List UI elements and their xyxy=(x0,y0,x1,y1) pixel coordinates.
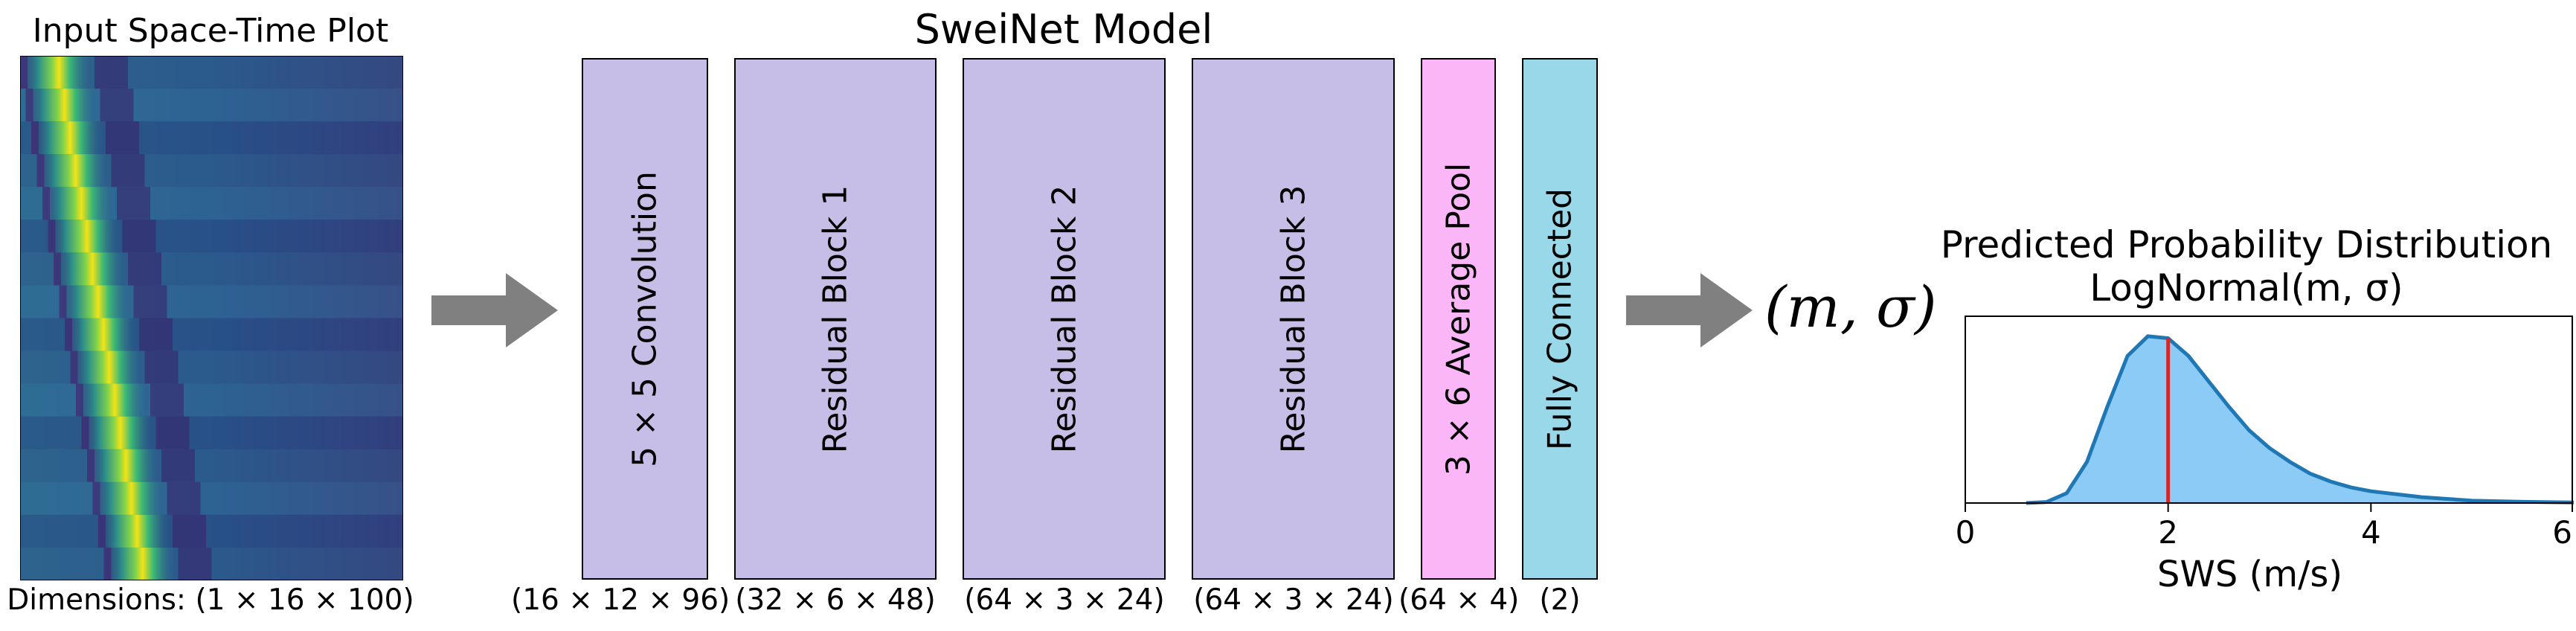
block-residual-1: Residual Block 1 xyxy=(734,58,937,580)
block-dims: (32 × 6 × 48) xyxy=(735,583,936,617)
block-residual-3: Residual Block 3 xyxy=(1192,58,1395,580)
block-fully-connected: Fully Connected xyxy=(1522,58,1598,580)
input-plot-title: Input Space-Time Plot xyxy=(32,12,389,50)
distribution-title-line1: Predicted Probability Distribution xyxy=(1940,223,2553,266)
block-label: Fully Connected xyxy=(1541,188,1579,450)
block-dims: (64 × 4) xyxy=(1398,583,1520,617)
density-area xyxy=(2026,336,2574,503)
block-dims: (16 × 12 × 96) xyxy=(511,583,730,617)
block-convolution: 5 × 5 Convolution xyxy=(582,58,708,580)
arrow-right-icon xyxy=(1626,273,1753,347)
block-label: Residual Block 2 xyxy=(1045,185,1083,453)
x-axis-label: SWS (m/s) xyxy=(2157,554,2343,595)
block-label: 3 × 6 Average Pool xyxy=(1439,162,1477,475)
model-title: SweiNet Model xyxy=(914,6,1213,53)
x-tick-label: 4 xyxy=(2361,514,2381,551)
space-time-heatmap xyxy=(20,56,403,580)
block-dims: (64 × 3 × 24) xyxy=(1193,583,1394,617)
density-line xyxy=(2026,334,2575,505)
block-dims: (64 × 3 × 24) xyxy=(964,583,1165,617)
x-tick-label: 0 xyxy=(1956,514,1976,551)
block-label: Residual Block 1 xyxy=(816,185,855,453)
distribution-chart: 0 2 4 6 xyxy=(1956,316,2575,551)
plot-frame xyxy=(1965,316,2573,504)
arrow-right-icon xyxy=(431,273,558,347)
output-params: (m, σ) xyxy=(1764,274,1937,340)
block-dims: (2) xyxy=(1539,583,1581,617)
input-dimensions: Dimensions: (1 × 16 × 100) xyxy=(7,583,414,617)
x-tick-label: 2 xyxy=(2158,514,2178,551)
block-residual-2: Residual Block 2 xyxy=(963,58,1166,580)
x-tick-label: 6 xyxy=(2552,514,2572,551)
distribution-title-line2: LogNormal(m, σ) xyxy=(2090,266,2403,310)
block-average-pool: 3 × 6 Average Pool xyxy=(1421,58,1496,580)
block-label: Residual Block 3 xyxy=(1274,185,1312,453)
block-label: 5 × 5 Convolution xyxy=(626,170,664,467)
